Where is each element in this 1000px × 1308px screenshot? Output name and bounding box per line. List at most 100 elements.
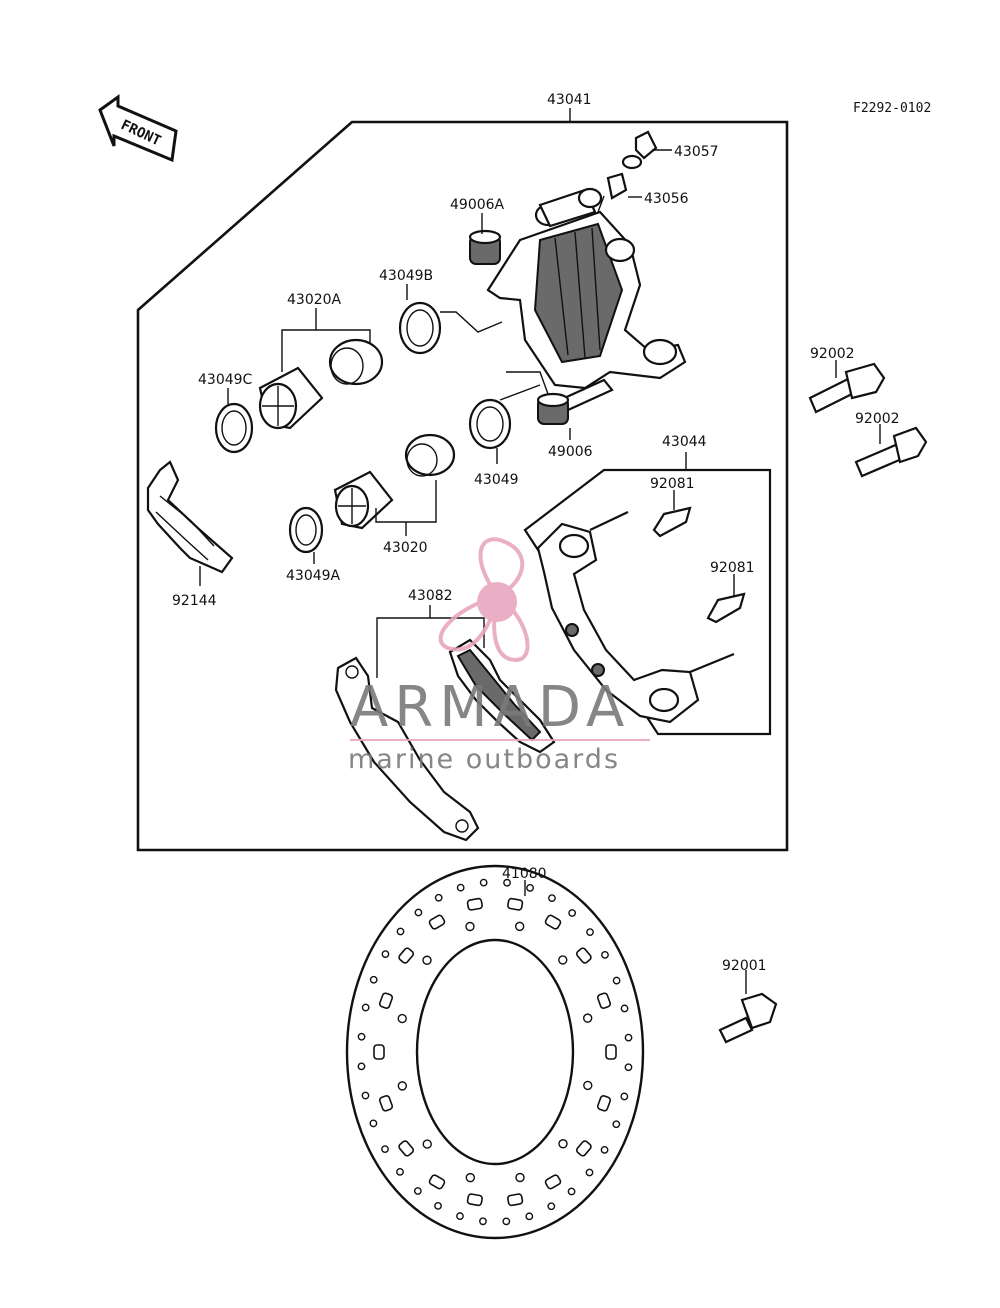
disc-slot xyxy=(466,897,483,911)
disc-hole xyxy=(600,1145,609,1154)
disc-hole xyxy=(525,1212,534,1221)
bleeder-cap-43057 xyxy=(621,130,658,170)
disc-hole xyxy=(465,1172,476,1183)
boot-49006A xyxy=(468,229,502,265)
disc-bolt-92001 xyxy=(718,992,778,1044)
disc-hole xyxy=(361,1003,370,1012)
disc-hole xyxy=(612,1120,621,1129)
disc-hole xyxy=(479,1217,487,1226)
disc-slot xyxy=(378,1095,394,1112)
watermark-brand: ARMADA xyxy=(350,675,630,740)
label-43020A: 43020A xyxy=(287,292,342,308)
disc-hole xyxy=(361,1091,370,1100)
bleeder-valve-43056 xyxy=(597,172,628,213)
label-49006: 49006 xyxy=(548,444,593,460)
disc-hole xyxy=(582,1013,593,1023)
disc-slot xyxy=(428,914,446,930)
disc-hole xyxy=(585,1168,594,1177)
disc-hole xyxy=(526,884,534,892)
disc-slot xyxy=(544,1174,562,1190)
piston-insulator-43020 xyxy=(333,470,394,530)
disc-hole xyxy=(357,1032,366,1041)
disc-hole xyxy=(479,878,488,887)
disc-slot xyxy=(507,1193,524,1207)
label-43049C: 43049C xyxy=(198,372,253,388)
piston-43020A xyxy=(328,338,384,386)
label-43057: 43057 xyxy=(674,144,719,160)
label-43082: 43082 xyxy=(408,588,453,604)
disc-hole xyxy=(414,908,423,917)
disc-hole xyxy=(620,1004,629,1013)
disc-slot xyxy=(428,1174,446,1190)
disc-hole xyxy=(465,921,475,932)
disc-slot xyxy=(575,947,592,964)
disc-hole xyxy=(357,1062,366,1071)
disc-hole xyxy=(369,975,378,984)
disc-hole xyxy=(547,1202,556,1211)
disc-hole xyxy=(456,1212,464,1220)
diagram-reference: F2292-0102 xyxy=(853,101,931,116)
disc-hole xyxy=(586,928,594,937)
disc-hole xyxy=(558,1139,568,1149)
bolt-92002-b xyxy=(854,426,928,478)
disc-slot xyxy=(466,1193,483,1207)
disc-hole xyxy=(567,1187,576,1196)
brake-pad-outer-43082 xyxy=(334,656,480,842)
label-92081-a: 92081 xyxy=(650,476,695,492)
disc-hole xyxy=(624,1033,633,1042)
label-43041: 43041 xyxy=(547,92,592,108)
caliper-body xyxy=(486,187,687,390)
disc-hole xyxy=(396,927,405,936)
front-arrow-icon: FRONT xyxy=(98,94,178,163)
disc-hole xyxy=(422,1139,432,1149)
disc-slot xyxy=(398,947,415,964)
label-43049: 43049 xyxy=(474,472,519,488)
disc-slot xyxy=(596,1095,612,1112)
disc-hole xyxy=(620,1092,629,1101)
disc-hole xyxy=(503,878,511,887)
disc-hole xyxy=(413,1187,422,1195)
disc-slot xyxy=(507,897,524,911)
disc-hole xyxy=(568,909,577,917)
disc-hole xyxy=(515,1172,525,1183)
propeller-icon xyxy=(438,537,530,663)
disc-hole xyxy=(397,1081,408,1091)
slide-pin-49006 xyxy=(536,378,614,425)
label-92002-b: 92002 xyxy=(855,411,900,427)
label-41080: 41080 xyxy=(502,866,547,882)
disc-hole xyxy=(434,1201,442,1210)
pad-spring-92144 xyxy=(146,460,234,574)
brake-disc-41080 xyxy=(345,864,645,1240)
disc-hole xyxy=(381,1145,389,1154)
label-92002-a: 92002 xyxy=(810,346,855,362)
piston-43020 xyxy=(404,433,456,477)
label-43049A: 43049A xyxy=(286,568,341,584)
disc-slot xyxy=(544,914,562,930)
disc-slot xyxy=(575,1140,592,1157)
disc-hole xyxy=(422,955,432,965)
label-92081-b: 92081 xyxy=(710,560,755,576)
label-92144: 92144 xyxy=(172,593,217,609)
disc-hole xyxy=(583,1080,593,1091)
disc-slot xyxy=(373,1044,385,1060)
brake-pad-inner-43082 xyxy=(448,638,556,754)
caliper-bracket-43044 xyxy=(536,511,735,724)
disc-slot xyxy=(398,1140,415,1157)
disc-slot xyxy=(378,992,394,1009)
pin-boot-92081-a xyxy=(652,506,692,538)
label-49006A: 49006A xyxy=(450,197,505,213)
disc-slot xyxy=(605,1044,617,1060)
caliper-assembly-frame xyxy=(136,120,789,852)
disc-hole xyxy=(601,950,609,959)
bracket-assembly-frame xyxy=(523,468,772,736)
disc-hole xyxy=(381,950,390,959)
disc-hole xyxy=(397,1013,407,1024)
label-43020: 43020 xyxy=(383,540,428,556)
disc-hole xyxy=(434,893,443,902)
disc-hole xyxy=(558,955,568,965)
disc-hole xyxy=(548,894,556,903)
label-43044: 43044 xyxy=(662,434,707,450)
label-92001: 92001 xyxy=(722,958,767,974)
watermark-tagline: marine outboards xyxy=(348,744,620,775)
